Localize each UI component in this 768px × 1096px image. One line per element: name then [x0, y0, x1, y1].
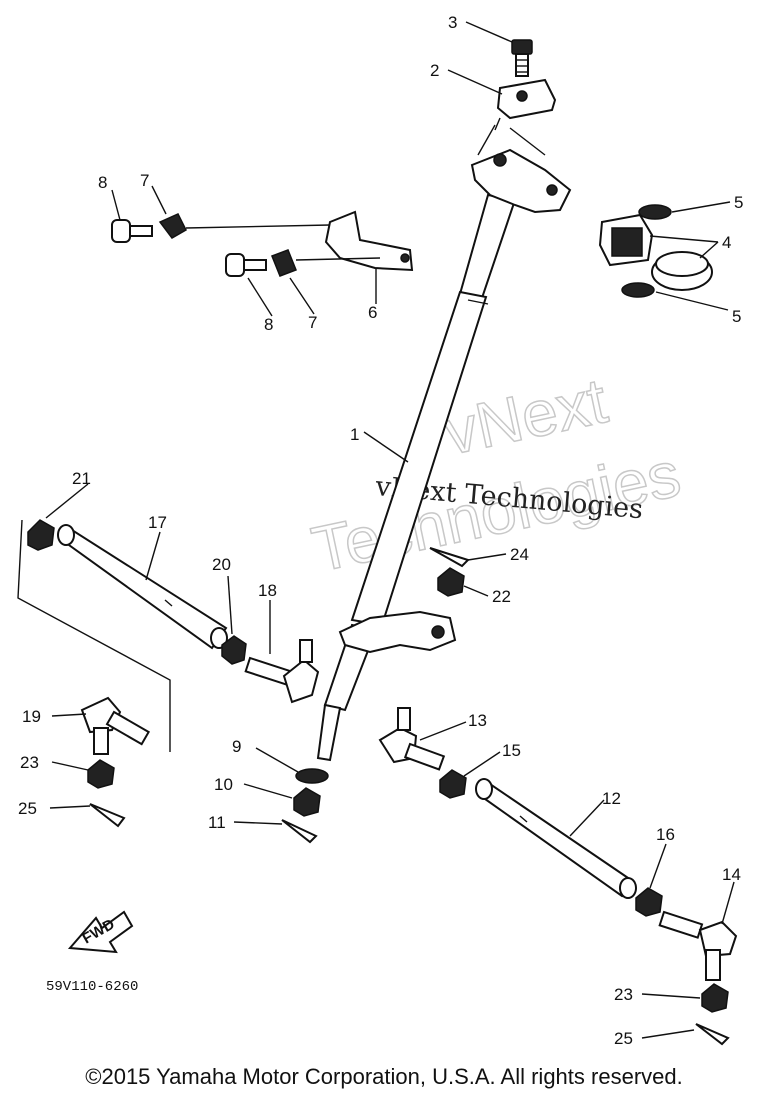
callouts: 3 2 8 7 5 4 8 7 6 5 1 21 17 20 18 24 22 …	[18, 13, 743, 1048]
callout-8-lower: 8	[264, 315, 273, 334]
callout-12: 12	[602, 789, 621, 808]
tie-rod-end-18	[244, 639, 320, 704]
tie-rod-17	[57, 524, 228, 650]
washer-5-lower	[621, 282, 655, 298]
nut-23-left	[87, 759, 115, 789]
nut-15	[439, 769, 467, 799]
callout-10: 10	[214, 775, 233, 794]
callout-6: 6	[368, 303, 377, 322]
callout-2: 2	[430, 61, 439, 80]
callout-1: 1	[350, 425, 359, 444]
nut-10	[293, 787, 321, 817]
tie-rod-end-19	[80, 696, 151, 755]
bolt-3	[511, 39, 533, 77]
copyright-notice: ©2015 Yamaha Motor Corporation, U.S.A. A…	[85, 1064, 683, 1089]
diagram-code: 59V110-6260	[46, 979, 138, 995]
cotter-pin-11	[281, 819, 318, 844]
callout-4: 4	[722, 233, 731, 252]
bolt-8-upper	[111, 219, 153, 243]
callout-9: 9	[232, 737, 241, 756]
callout-24: 24	[510, 545, 529, 564]
callout-15: 15	[502, 741, 521, 760]
callout-23-left: 23	[20, 753, 39, 772]
lock-washer-7-lower	[271, 249, 297, 277]
nut-22	[437, 567, 465, 597]
callout-13: 13	[468, 711, 487, 730]
clamp-4	[598, 213, 713, 291]
callout-7-lower: 7	[308, 313, 317, 332]
cotter-pin-25-right	[695, 1023, 730, 1046]
callout-14: 14	[722, 865, 741, 884]
cotter-pin-24	[429, 547, 470, 568]
tie-rod-end-14	[658, 910, 738, 981]
callout-25-right: 25	[614, 1029, 633, 1048]
watermark: vNext Technologies vNext Technologies	[305, 363, 687, 586]
callout-20: 20	[212, 555, 231, 574]
callout-5-lower: 5	[732, 307, 741, 326]
callout-16: 16	[656, 825, 675, 844]
cotter-pin-25-left	[89, 803, 126, 828]
callout-8-upper: 8	[98, 173, 107, 192]
callout-3: 3	[448, 13, 457, 32]
leader-lines	[45, 21, 735, 1039]
arm-6	[185, 210, 414, 272]
shaft-holder-2	[496, 78, 557, 120]
callout-23-right: 23	[614, 985, 633, 1004]
callout-17: 17	[148, 513, 167, 532]
nut-16	[635, 887, 663, 917]
lock-washer-7-upper	[158, 213, 187, 239]
callout-25-left: 25	[18, 799, 37, 818]
callout-22: 22	[492, 587, 511, 606]
callout-21: 21	[72, 469, 91, 488]
callout-11: 11	[208, 813, 226, 832]
callout-18: 18	[258, 581, 277, 600]
bolt-8-lower	[225, 253, 267, 277]
nut-20	[221, 635, 247, 665]
nut-23-right	[701, 983, 729, 1013]
shaft-top-bracket	[470, 124, 572, 214]
tie-rod-12	[475, 778, 637, 899]
washer-5-upper	[638, 204, 672, 220]
nut-21	[27, 519, 55, 551]
callout-5-upper: 5	[734, 193, 743, 212]
washer-9	[295, 768, 329, 784]
wire-box	[17, 519, 171, 752]
forward-arrow: FWD	[67, 910, 134, 954]
callout-19: 19	[22, 707, 41, 726]
callout-7-upper: 7	[140, 171, 149, 190]
watermark-line-1: vNext	[438, 364, 613, 468]
pitman-arm	[338, 610, 457, 654]
tie-rod-end-13	[378, 707, 446, 771]
